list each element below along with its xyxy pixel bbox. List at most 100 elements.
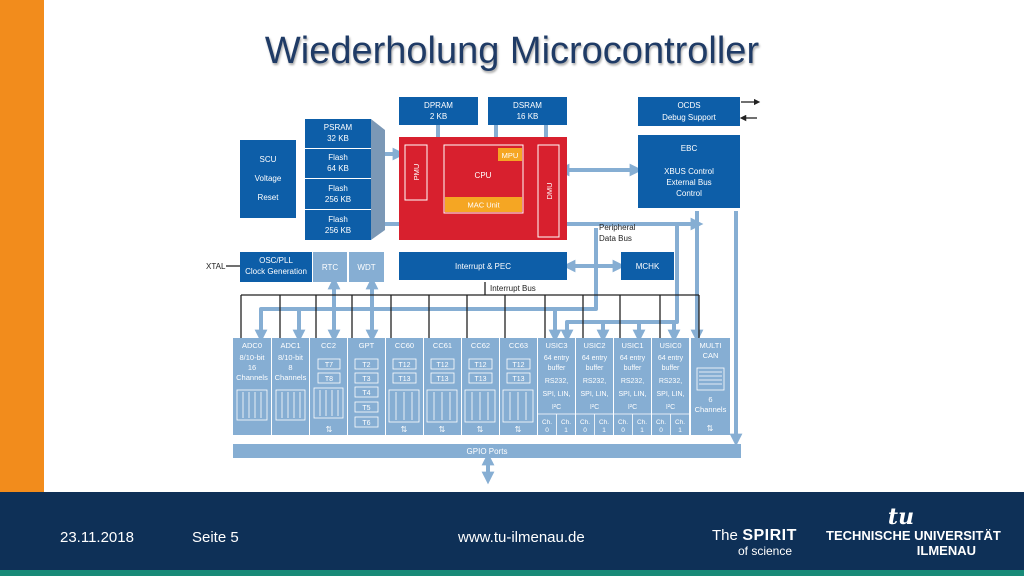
usic0-line: RS232, (659, 378, 682, 385)
pmu-label: PMU (412, 164, 421, 181)
adc1-channels: Channels (275, 373, 307, 382)
dpram-block (399, 97, 478, 125)
cc61-channel-graphic (426, 389, 458, 423)
dpram-label: DPRAM (424, 101, 453, 110)
usic1-title: USIC1 (621, 341, 643, 350)
usic0-ch1-label: Ch. (675, 419, 685, 426)
multican-title: MULTI (700, 341, 722, 350)
cc63-block (500, 338, 537, 435)
cc2-timer-t7: T7 (325, 362, 333, 369)
scu-label: SCU (260, 155, 277, 164)
usic2-title: USIC2 (583, 341, 605, 350)
usic0-line: buffer (662, 365, 680, 372)
cc62-timer-t12: T12 (474, 362, 486, 369)
tu-ilmenau-logo: tu TECHNISCHE UNIVERSITÄT ILMENAU (826, 504, 1001, 558)
gpio-ports-label: GPIO Ports (467, 447, 508, 456)
svg-text:⇅: ⇅ (401, 425, 408, 434)
gpt-timer-t5: T5 (362, 405, 370, 412)
gpt-title: GPT (359, 341, 375, 350)
footer-page-number: Seite 5 (192, 529, 239, 546)
usic3-line: I²C (552, 404, 561, 411)
clock-generation-label: Clock Generation (245, 267, 307, 276)
adc0-channel-graphic (236, 389, 268, 421)
wdt-label: WDT (357, 263, 375, 272)
cc60-timer-t12: T12 (398, 362, 410, 369)
xtal-label: XTAL (206, 262, 226, 271)
usic2-line: SPI, LIN, (580, 391, 608, 398)
svg-text:⇅: ⇅ (707, 424, 714, 433)
cc63-channel-graphic (502, 389, 534, 423)
dmu-label: DMU (545, 182, 554, 199)
dsram-size: 16 KB (517, 112, 539, 121)
psram-size: 32 KB (327, 134, 349, 143)
cc2-channel-graphic (313, 387, 344, 419)
usic3-ch1-label: Ch. (561, 419, 571, 426)
interrupt-bus-label: Interrupt Bus (490, 284, 536, 293)
usic1-ch0-number: 0 (621, 427, 625, 434)
dsram-label: DSRAM (513, 101, 542, 110)
spirit-of-science-logo: The SPIRIT of science (712, 527, 797, 558)
usic3-line: 64 entry (544, 355, 570, 362)
memory-stack-side (371, 119, 385, 240)
scu-reset: Reset (258, 193, 280, 202)
peripheral-bus-label-2: Data Bus (599, 234, 632, 243)
adc1-block (272, 338, 309, 435)
tu-logo-line1: TECHNISCHE UNIVERSITÄT (826, 528, 1001, 543)
interrupt-pec-label: Interrupt & PEC (455, 262, 511, 271)
multican-block (691, 338, 730, 435)
svg-text:⇅: ⇅ (477, 425, 484, 434)
usic1-line: buffer (624, 365, 642, 372)
adc0-block (233, 338, 271, 435)
osc-pll-block (240, 252, 312, 282)
svg-text:⇅: ⇅ (515, 425, 522, 434)
usic3-ch0-number: 0 (545, 427, 549, 434)
footer-url-link[interactable]: www.tu-ilmenau.de (458, 529, 585, 546)
mac-unit-block (445, 197, 522, 212)
scu-voltage: Voltage (255, 174, 282, 183)
usic0-line: I²C (666, 404, 675, 411)
cpu-label: CPU (475, 171, 492, 180)
spirit-logo-the: The (712, 527, 738, 544)
adc1-title: ADC1 (280, 341, 300, 350)
usic2-line: I²C (590, 404, 599, 411)
usic1-line: SPI, LIN, (618, 391, 646, 398)
cc62-title: CC62 (471, 341, 490, 350)
flash-64-size: 64 KB (327, 164, 349, 173)
adc1-channel-graphic (275, 389, 306, 421)
usic2-line: 64 entry (582, 355, 608, 362)
footer-date: 23.11.2018 (60, 529, 134, 546)
usic1-line: I²C (628, 404, 637, 411)
cc62-timer-t13: T13 (474, 376, 486, 383)
mchk-label: MCHK (636, 262, 660, 271)
flash-256b-label: Flash (328, 215, 348, 224)
multican-can: CAN (703, 351, 719, 360)
usic3-line: buffer (548, 365, 566, 372)
slide-title: Wiederholung Microcontroller (264, 30, 760, 72)
cc60-timer-t13: T13 (398, 376, 410, 383)
flash-64-label: Flash (328, 153, 348, 162)
rtc-block (313, 252, 347, 282)
multican-buffer-graphic (696, 367, 725, 391)
psram-label: PSRAM (324, 123, 353, 132)
usic0-line: SPI, LIN, (656, 391, 684, 398)
adc0-title: ADC0 (242, 341, 262, 350)
usic0-ch0-label: Ch. (656, 419, 666, 426)
flash-256b-block (305, 210, 371, 240)
cc62-channel-graphic (464, 389, 496, 423)
wdt-block (349, 252, 384, 282)
cc63-timer-t13: T13 (512, 376, 524, 383)
cc62-block (462, 338, 499, 435)
peripheral-bus-label: Peripheral (599, 223, 636, 232)
mchk-block (621, 252, 674, 280)
dsram-block (488, 97, 567, 125)
ocds-label: OCDS (677, 101, 700, 110)
cc60-title: CC60 (395, 341, 414, 350)
svg-text:⇅: ⇅ (439, 425, 446, 434)
gpio-ports-bar (233, 444, 741, 458)
usic0-ch0-number: 0 (659, 427, 663, 434)
usic0-title: USIC0 (659, 341, 681, 350)
tu-logo-mark: tu (887, 504, 915, 530)
cpu-block (443, 144, 524, 214)
interrupt-pec-block (399, 252, 567, 280)
gpt-timer-t2: T2 (362, 362, 370, 369)
